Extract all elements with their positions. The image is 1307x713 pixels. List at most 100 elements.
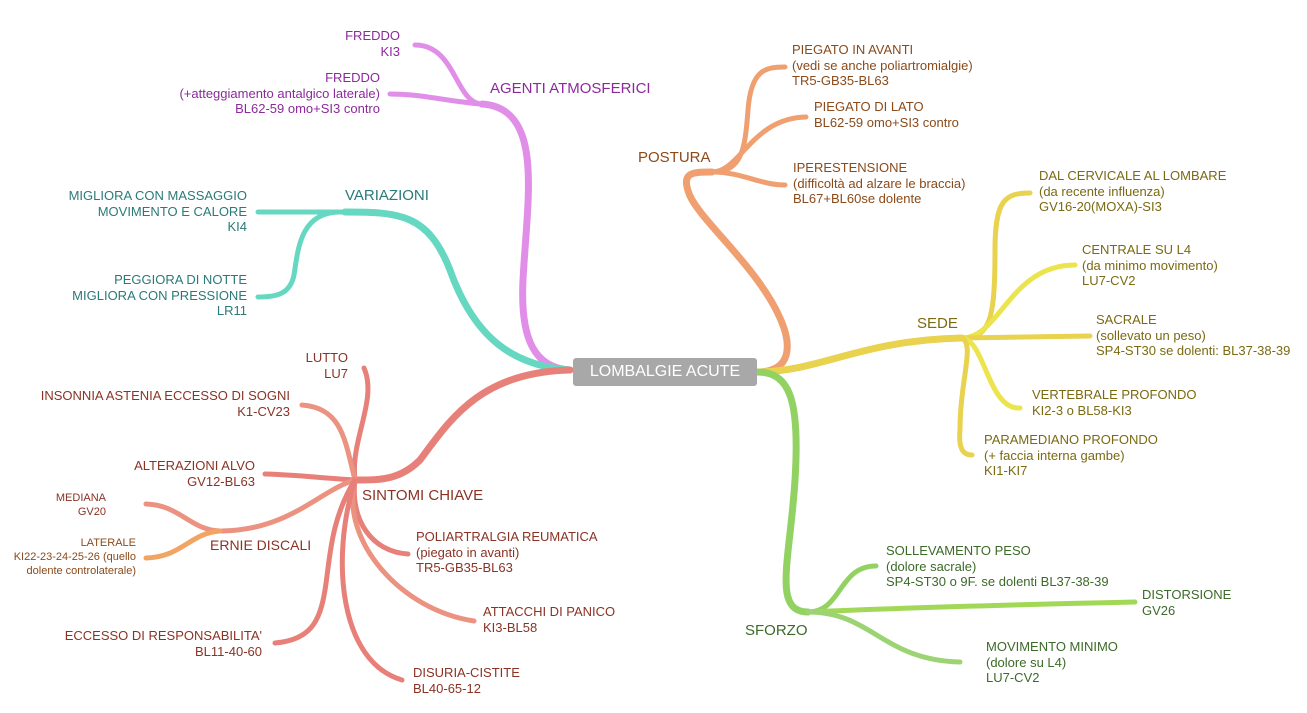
node-line: BL62-59 omo+SI3 contro [235, 101, 380, 116]
link-piegato-avanti [709, 64, 788, 175]
branch-sforzo [753, 368, 812, 616]
node-disuria[interactable]: DISURIA-CISTITE BL40-65-12 [413, 665, 520, 696]
link-piegato-lato [709, 114, 809, 175]
node-line: PARAMEDIANO PROFONDO [984, 432, 1158, 447]
node-line: SOLLEVAMENTO PESO [886, 543, 1031, 558]
node-line: BL11-40-60 [195, 643, 262, 659]
node-line: K1-CV23 [237, 403, 290, 419]
node-laterale[interactable]: LATERALE KI22-23-24-25-26 (quello dolent… [0, 536, 136, 578]
node-line: ATTACCHI DI PANICO [483, 604, 616, 619]
node-line: INSONNIA ASTENIA ECCESSO DI SOGNI [40, 388, 290, 403]
node-paramediano-profondo[interactable]: PARAMEDIANO PROFONDO (+ faccia interna g… [984, 432, 1158, 479]
node-line: FREDDO [345, 28, 400, 43]
node-attacchi-panico[interactable]: ATTACCHI DI PANICO KI3-BL58 [483, 604, 615, 635]
link-freddo-laterale [387, 91, 483, 107]
link-disuria [339, 477, 405, 683]
node-line: (piegato in avanti) [416, 544, 520, 560]
node-line: SACRALE [1096, 312, 1157, 327]
node-line: LU7 [324, 365, 348, 381]
link-alvo [262, 471, 358, 483]
node-line: KI22-23-24-25-26 (quello [13, 551, 136, 563]
branch-sintomi [354, 366, 574, 484]
node-piegato-avanti[interactable]: PIEGATO IN AVANTI (vedi se anche poliart… [792, 42, 973, 89]
topic-ernie-discali[interactable]: ERNIE DISCALI [210, 537, 312, 554]
topic-label: VARIAZIONI [345, 187, 429, 204]
node-line: GV12-BL63 [187, 473, 255, 489]
node-centrale-l4[interactable]: CENTRALE SU L4 (da minimo movimento) LU7… [1082, 242, 1218, 289]
link-paramediano [957, 335, 975, 458]
node-peggiora[interactable]: PEGGIORA DI NOTTE MIGLIORA CON PRESSIONE… [20, 272, 247, 319]
node-line: dolente controlaterale) [26, 565, 136, 577]
node-line: LU7-CV2 [1082, 273, 1136, 288]
link-sacrale [959, 333, 1093, 341]
node-line: TR5-GB35-BL63 [416, 560, 513, 575]
node-line: MIGLIORA CON MASSAGGIO [68, 188, 247, 203]
node-line: KI2-3 o BL58-KI3 [1032, 402, 1132, 418]
node-line: PEGGIORA DI NOTTE [114, 272, 247, 287]
node-freddo-laterale[interactable]: FREDDO (+atteggiamento antalgico lateral… [130, 70, 380, 117]
node-line: BL40-65-12 [413, 680, 481, 696]
node-line: (+ faccia interna gambe) [984, 447, 1125, 463]
node-cervicale-lombare[interactable]: DAL CERVICALE AL LOMBARE (da recente inf… [1039, 168, 1226, 215]
node-line: TR5-GB35-BL63 [792, 73, 889, 88]
node-line: MIGLIORA CON PRESSIONE [72, 287, 247, 303]
link-peggiora [255, 209, 343, 300]
node-line: (sollevato un peso) [1096, 327, 1206, 343]
branch-agenti [478, 100, 574, 374]
node-line: LATERALE [80, 537, 136, 549]
node-line: MOVIMENTO MINIMO [986, 639, 1118, 654]
node-line: DAL CERVICALE AL LOMBARE [1039, 168, 1227, 183]
central-topic[interactable]: LOMBALGIE ACUTE [573, 358, 757, 386]
topic-agenti-atmosferici[interactable]: AGENTI ATMOSFERICI [490, 80, 651, 98]
node-line: KI1-KI7 [984, 463, 1028, 478]
topic-label: SFORZO [745, 622, 808, 639]
node-line: CENTRALE SU L4 [1082, 242, 1192, 257]
topic-postura[interactable]: POSTURA [638, 149, 711, 167]
link-movimento [805, 609, 963, 665]
node-line: (dolore su L4) [986, 654, 1067, 670]
node-line: SP4-ST30 o 9F. se dolenti BL37-38-39 [886, 574, 1109, 589]
node-mediana[interactable]: MEDIANA GV20 [20, 491, 106, 519]
node-line: BL62-59 omo+SI3 contro [814, 114, 959, 130]
node-line: (da minimo movimento) [1082, 257, 1218, 273]
branch-sede [753, 334, 966, 376]
node-line: KI4 [227, 219, 247, 234]
topic-label: ERNIE DISCALI [210, 537, 312, 553]
node-lutto[interactable]: LUTTO LU7 [248, 350, 348, 381]
node-distorsione[interactable]: DISTORSIONE GV26 [1142, 587, 1231, 618]
node-line: GV16-20(MOXA)-SI3 [1039, 199, 1162, 214]
topic-label: POSTURA [638, 149, 711, 166]
topic-sforzo[interactable]: SFORZO [745, 622, 808, 640]
node-line: KI3-BL58 [483, 619, 538, 635]
node-insonnia[interactable]: INSONNIA ASTENIA ECCESSO DI SOGNI K1-CV2… [10, 388, 290, 419]
topic-sede[interactable]: SEDE [917, 315, 958, 333]
node-freddo-ki3[interactable]: FREDDO KI3 [300, 28, 400, 59]
node-piegato-lato[interactable]: PIEGATO DI LATO BL62-59 omo+SI3 contro [814, 99, 959, 130]
node-line: PIEGATO IN AVANTI [792, 42, 914, 57]
node-iperestensione[interactable]: IPERESTENSIONE (difficoltà ad alzare le … [793, 160, 965, 207]
topic-variazioni[interactable]: VARIAZIONI [345, 187, 429, 205]
node-line: (difficoltà ad alzare le braccia) [793, 175, 966, 191]
node-movimento-minimo[interactable]: MOVIMENTO MINIMO (dolore su L4) LU7-CV2 [986, 639, 1118, 686]
link-lutto [351, 365, 371, 483]
node-sacrale[interactable]: SACRALE (sollevato un peso) SP4-ST30 se … [1096, 312, 1290, 359]
node-sollevamento-peso[interactable]: SOLLEVAMENTO PESO (dolore sacrale) SP4-S… [886, 543, 1109, 590]
node-line: DISTORSIONE [1142, 587, 1232, 602]
node-line: GV20 [77, 506, 106, 518]
node-line: LU7-CV2 [986, 670, 1040, 685]
node-vertebrale-profondo[interactable]: VERTEBRALE PROFONDO KI2-3 o BL58-KI3 [1032, 387, 1196, 418]
node-line: IPERESTENSIONE [793, 160, 908, 175]
node-line: SP4-ST30 se dolenti: BL37-38-39 [1096, 343, 1291, 358]
node-line: (dolore sacrale) [886, 558, 977, 574]
node-line: DISURIA-CISTITE [413, 665, 520, 680]
topic-sintomi-chiave[interactable]: SINTOMI CHIAVE [362, 487, 483, 505]
node-eccesso-responsabilita[interactable]: ECCESSO DI RESPONSABILITA' BL11-40-60 [30, 628, 262, 659]
node-alterazioni-alvo[interactable]: ALTERAZIONI ALVO GV12-BL63 [55, 458, 255, 489]
link-responsabilita [272, 477, 358, 646]
node-poliartralgia[interactable]: POLIARTRALGIA REUMATICA (piegato in avan… [416, 529, 598, 576]
node-migliora[interactable]: MIGLIORA CON MASSAGGIO MOVIMENTO E CALOR… [20, 188, 247, 235]
node-line: (+atteggiamento antalgico laterale) [179, 85, 380, 101]
topic-label: SEDE [917, 315, 958, 332]
link-distorsione [805, 599, 1138, 615]
